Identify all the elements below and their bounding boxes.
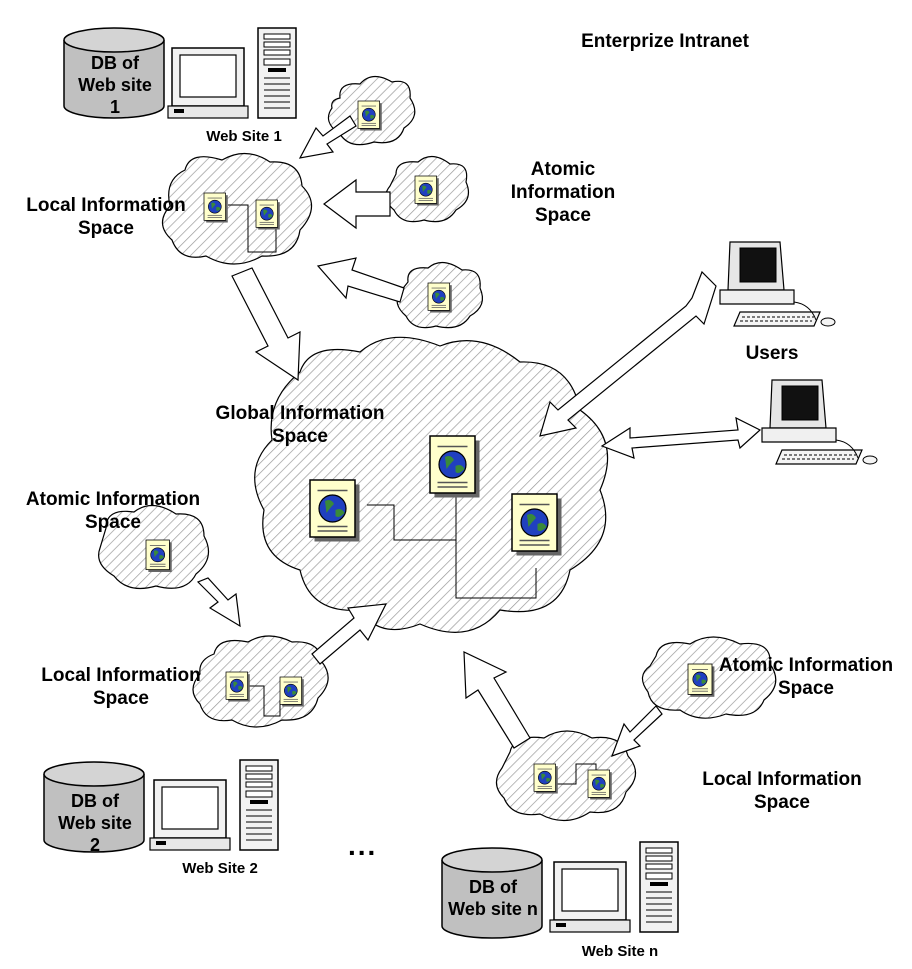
local-1-label: Local Information Space (26, 195, 186, 239)
users-label: Users (745, 343, 799, 364)
local-2-label: Local Information Space (41, 665, 201, 709)
document-globe-icon (429, 435, 481, 499)
diagram-title: Enterprize Intranet (581, 31, 749, 52)
web-site-2-label: Web Site 2 (182, 860, 258, 877)
arrow-atomic-to-local (323, 178, 391, 230)
arrow-atomic-to-local (610, 705, 663, 757)
document-globe-icon (255, 199, 281, 230)
web-site-1-label: Web Site 1 (206, 128, 282, 145)
db-label-2: DB of Web site 2 (58, 791, 132, 855)
arrow-local-to-global (463, 651, 531, 749)
server-computer-icon (167, 27, 297, 119)
document-globe-icon (309, 479, 361, 543)
atomic-top-label: Atomic Information Space (510, 159, 616, 226)
user-workstation-icon (719, 241, 836, 327)
document-globe-icon (587, 769, 613, 800)
arrow-atomic-to-local (196, 577, 241, 628)
web-site-n-label: Web Site n (581, 943, 659, 960)
document-globe-icon (533, 763, 559, 794)
arrow-local-to-global (311, 603, 388, 665)
document-globe-icon (279, 676, 305, 707)
cloud-local-1 (161, 152, 313, 265)
arrow-atomic-to-local (298, 115, 357, 159)
ellipsis: ... (348, 830, 378, 861)
document-globe-icon (203, 192, 229, 223)
server-computer-icon (149, 759, 279, 851)
document-globe-icon (225, 671, 251, 702)
document-globe-icon (357, 100, 383, 131)
db-label-1: DB of Web site 1 (78, 53, 152, 117)
local-n-label: Local Information Space (702, 769, 862, 813)
document-globe-icon (414, 175, 440, 206)
arrow-local-to-global (231, 267, 301, 382)
atomic-right-label: Atomic Information Space (718, 655, 894, 699)
db-label-n: DB of Web site n (448, 877, 538, 919)
atomic-left-label: Atomic Information Space (25, 489, 201, 533)
document-globe-icon (511, 493, 563, 557)
arrow-users-global (600, 416, 762, 459)
arrow-users-global (539, 270, 717, 437)
document-globe-icon (145, 539, 173, 573)
arrow-atomic-to-local (316, 257, 405, 303)
document-globe-icon (427, 282, 453, 313)
global-label: Global Information Space (215, 403, 385, 447)
user-workstation-icon (761, 379, 878, 465)
server-computer-icon (549, 841, 679, 933)
